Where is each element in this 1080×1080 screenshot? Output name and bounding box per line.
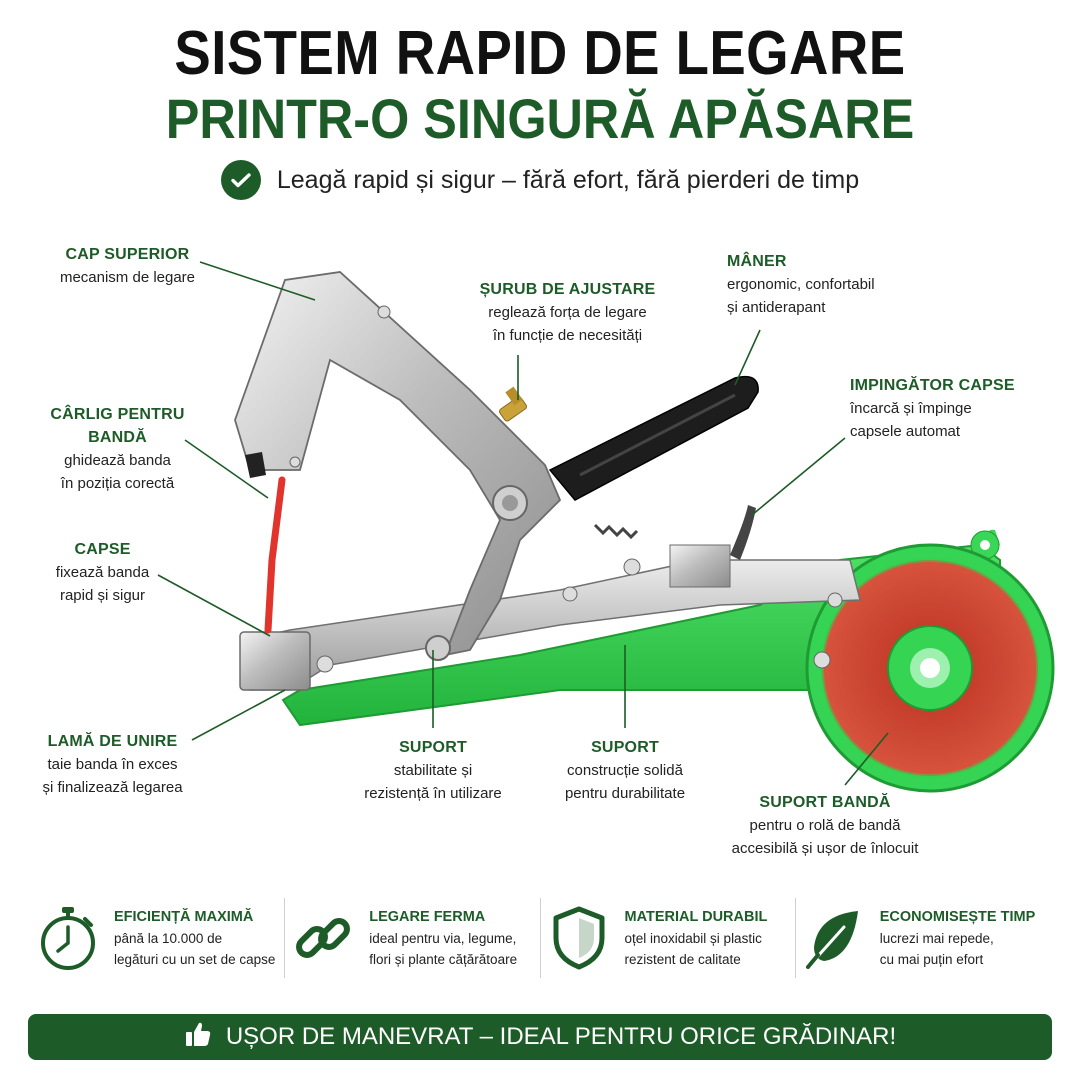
features-row: EFICIENȚĂ MAXIMĂ până la 10.000 de legăt… [30, 898, 1050, 978]
thumbs-up-icon [184, 1020, 212, 1055]
label-surub-ajustare: ȘURUB DE AJUSTARE reglează forța de lega… [479, 281, 656, 344]
feature-economiseste-timp: ECONOMISEȘTE TIMP lucrezi mai repede, cu… [796, 898, 1050, 978]
headline-line2: PRINTR-O SINGURĂ APĂSARE [165, 87, 915, 150]
feature-material-durabil: MATERIAL DURABIL oțel inoxidabil și plas… [541, 898, 796, 978]
label-capse: CAPSE fixează banda rapid și sigur [55, 541, 150, 604]
banner-text: UȘOR DE MANEVRAT – IDEAL PENTRU ORICE GR… [225, 1023, 897, 1050]
checkmark-icon [220, 160, 261, 200]
shield-icon [547, 903, 611, 973]
tape-hook [245, 452, 266, 478]
upper-arm [234, 271, 562, 657]
label-lama-unire: LAMĂ DE UNIRE taie banda în exces și fin… [42, 733, 183, 796]
chain-link-icon [291, 903, 355, 973]
label-suport-2: SUPORT construcție solidă pentru durabil… [564, 739, 686, 802]
nose-block [239, 631, 311, 691]
label-carlig-banda: CÂRLIG PENTRU BANDĂ ghidează banda în po… [50, 406, 185, 492]
label-suport-banda: SUPORT BANDĂ pentru o rolă de bandă acce… [731, 794, 919, 857]
staple-pusher [669, 544, 731, 588]
label-impingator-capse: IMPINGĂTOR CAPSE încarcă și împinge caps… [850, 377, 1015, 440]
label-maner: MÂNER ergonomic, confortabil și antidera… [727, 253, 875, 316]
spring [593, 523, 639, 540]
adjustment-screw [499, 386, 527, 422]
bottom-banner: UȘOR DE MANEVRAT – IDEAL PENTRU ORICE GR… [28, 1014, 1052, 1060]
feature-eficienta: EFICIENȚĂ MAXIMĂ până la 10.000 de legăt… [30, 898, 286, 978]
stopwatch-icon [36, 903, 100, 973]
headline-line1: SISTEM RAPID DE LEGARE [174, 19, 906, 88]
label-cap-superior: CAP SUPERIOR mecanism de legare [59, 246, 196, 286]
tagline-text: Leagă rapid și sigur – fără efort, fără … [276, 165, 860, 194]
tape-reel-holder [805, 529, 1055, 793]
red-tape [264, 476, 286, 634]
leaf-icon [802, 903, 866, 973]
feature-legare-ferma: LEGARE FERMA ideal pentru via, legume, f… [285, 898, 541, 978]
label-suport-1: SUPORT stabilitate și rezistență în util… [364, 739, 502, 802]
tagline-row: Leagă rapid și sigur – fără efort, fără … [0, 160, 1080, 200]
